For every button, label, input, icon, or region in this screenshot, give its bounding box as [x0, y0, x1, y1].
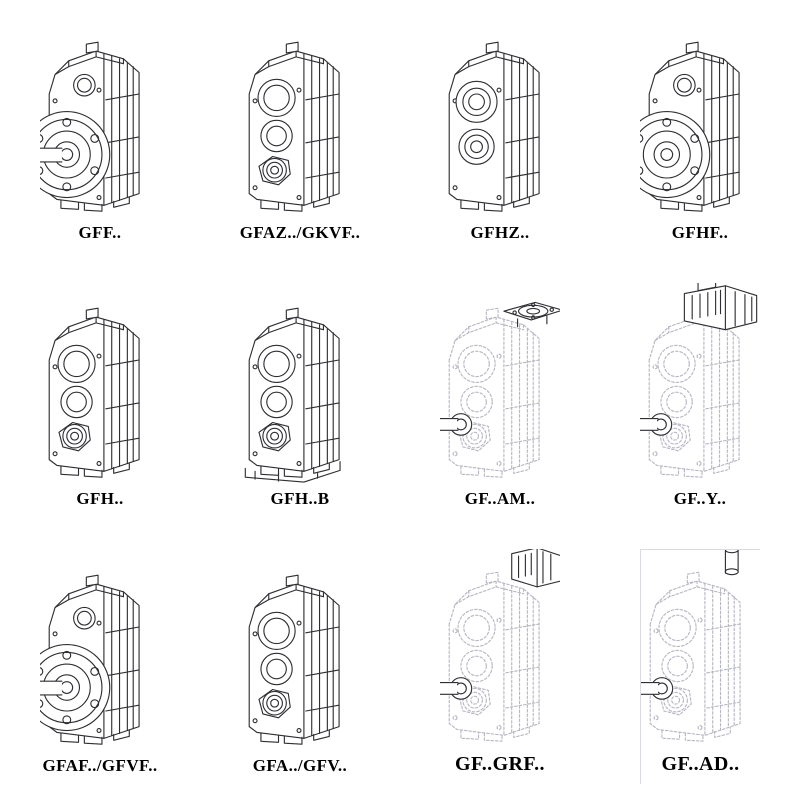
catalog-cell-gf-ad: GF..AD.. [640, 549, 760, 784]
gear-unit-drawing [240, 16, 360, 220]
output-shaft [640, 414, 672, 435]
output-shaft [40, 148, 62, 162]
gear-housing [49, 309, 139, 478]
catalog-cell-gfaz-gkvf: GFAZ../GKVF.. [240, 16, 360, 251]
model-label: GF..GRF.. [455, 752, 545, 775]
output-shaft [640, 678, 672, 699]
catalog-cell-gfh: GFH.. [40, 283, 160, 518]
catalog-cell-gf-grf: GF..GRF.. [440, 549, 560, 784]
model-label: GFAF../GFVF.. [42, 755, 158, 775]
output-shaft [40, 681, 62, 695]
gear-unit-drawing [40, 16, 160, 220]
gear-housing [249, 575, 339, 744]
gear-unit-drawing [440, 283, 560, 487]
catalog-cell-gfaf-gfvf: GFAF../GFVF.. [40, 549, 160, 784]
output-shaft [440, 414, 472, 435]
model-label: GFHZ.. [470, 222, 530, 242]
gear-unit-drawing [40, 283, 160, 487]
catalog-cell-gfhf: GFHF.. [640, 16, 760, 251]
model-label: GFHF.. [671, 222, 729, 242]
gear-housing-ghost [650, 572, 740, 741]
model-label: GF..AM.. [464, 489, 536, 509]
catalog-cell-gff: GFF.. [40, 16, 160, 251]
catalog-cell-gf-y: GF..Y.. [640, 283, 760, 518]
gear-housing [449, 42, 539, 211]
gear-unit-drawing [240, 549, 360, 753]
gear-unit-drawing [640, 549, 760, 750]
gear-housing-ghost [449, 572, 539, 741]
catalog-cell-gf-am: GF..AM.. [440, 283, 560, 518]
catalog-cell-gfh-b: GFH..B [240, 283, 360, 518]
gear-housing [249, 309, 339, 478]
gear-unit-drawing [640, 283, 760, 487]
gear-unit-drawing [440, 16, 560, 220]
gear-housing-ghost [649, 309, 739, 478]
input-cover-box [512, 549, 560, 587]
model-label: GFH..B [270, 489, 330, 509]
output-shaft [440, 678, 472, 699]
bearing-bores [258, 346, 295, 451]
catalog-cell-gfa-gfv: GFA../GFV.. [240, 549, 360, 784]
bearing-bores [58, 346, 95, 451]
model-label: GFH.. [76, 489, 124, 509]
bearing-bores [258, 612, 295, 717]
input-shaft-stub [725, 549, 738, 574]
model-label: GF..Y.. [673, 489, 727, 509]
gear-unit-drawing [240, 283, 360, 487]
gear-unit-drawing [40, 549, 160, 753]
gear-unit-drawing [640, 16, 760, 220]
electric-motor [684, 283, 756, 330]
catalog-cell-gfhz: GFHZ.. [440, 16, 560, 251]
bearing-bores [258, 79, 295, 184]
gear-housing [249, 42, 339, 211]
model-label: GF..AD.. [661, 752, 740, 775]
model-label: GFAZ../GKVF.. [240, 222, 360, 242]
gear-housing-ghost [449, 309, 539, 478]
gear-unit-drawing [440, 549, 560, 750]
model-label: GFA../GFV.. [252, 755, 348, 775]
model-label: GFF.. [78, 222, 122, 242]
